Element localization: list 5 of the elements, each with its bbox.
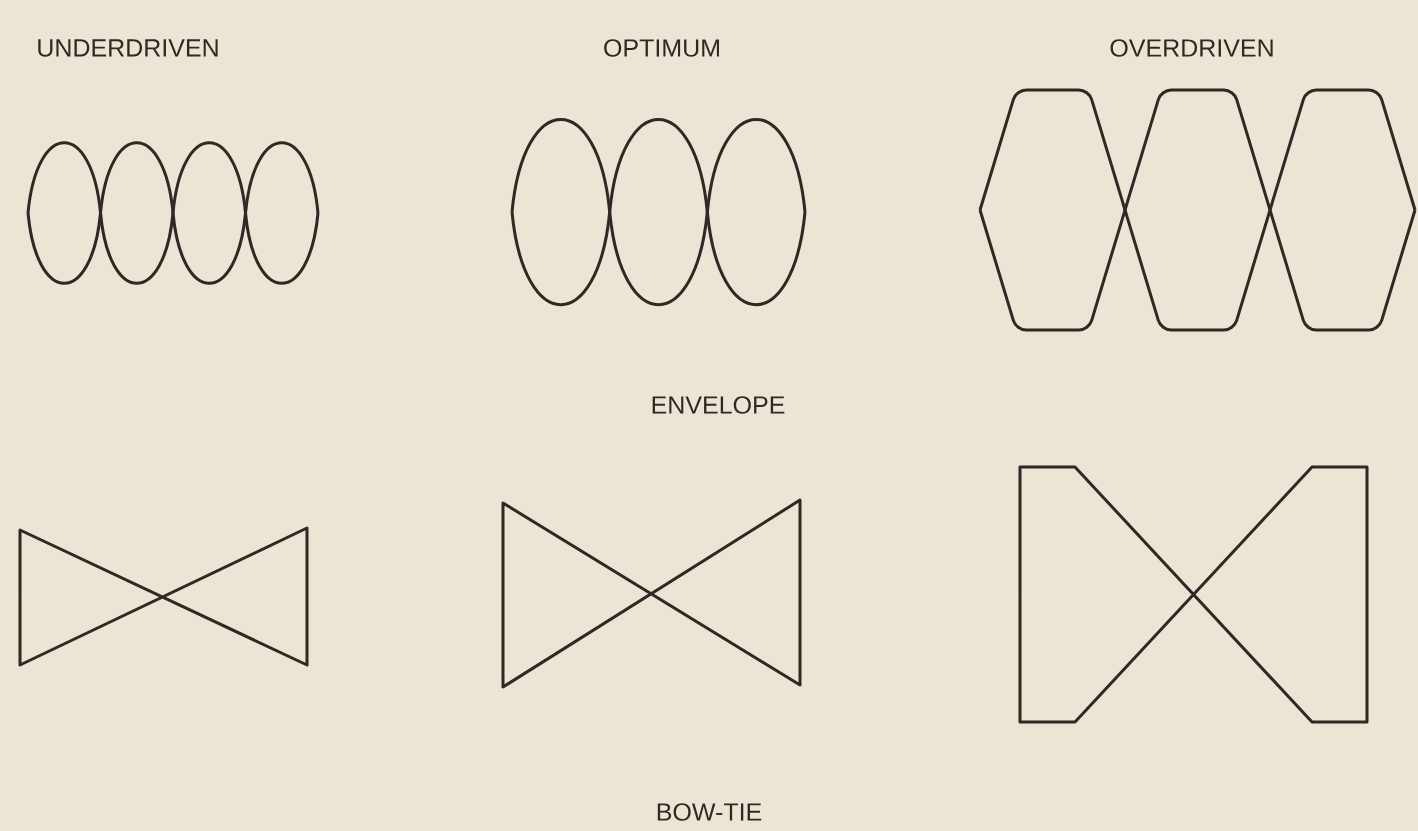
caption: UNDERDRIVEN bbox=[38, 39, 218, 57]
caption: OPTIMUM bbox=[604, 39, 719, 57]
caption: ENVELOPE bbox=[652, 396, 785, 414]
caption: OVERDRIVEN bbox=[1110, 39, 1273, 57]
caption: BOW-TIE bbox=[657, 803, 762, 821]
